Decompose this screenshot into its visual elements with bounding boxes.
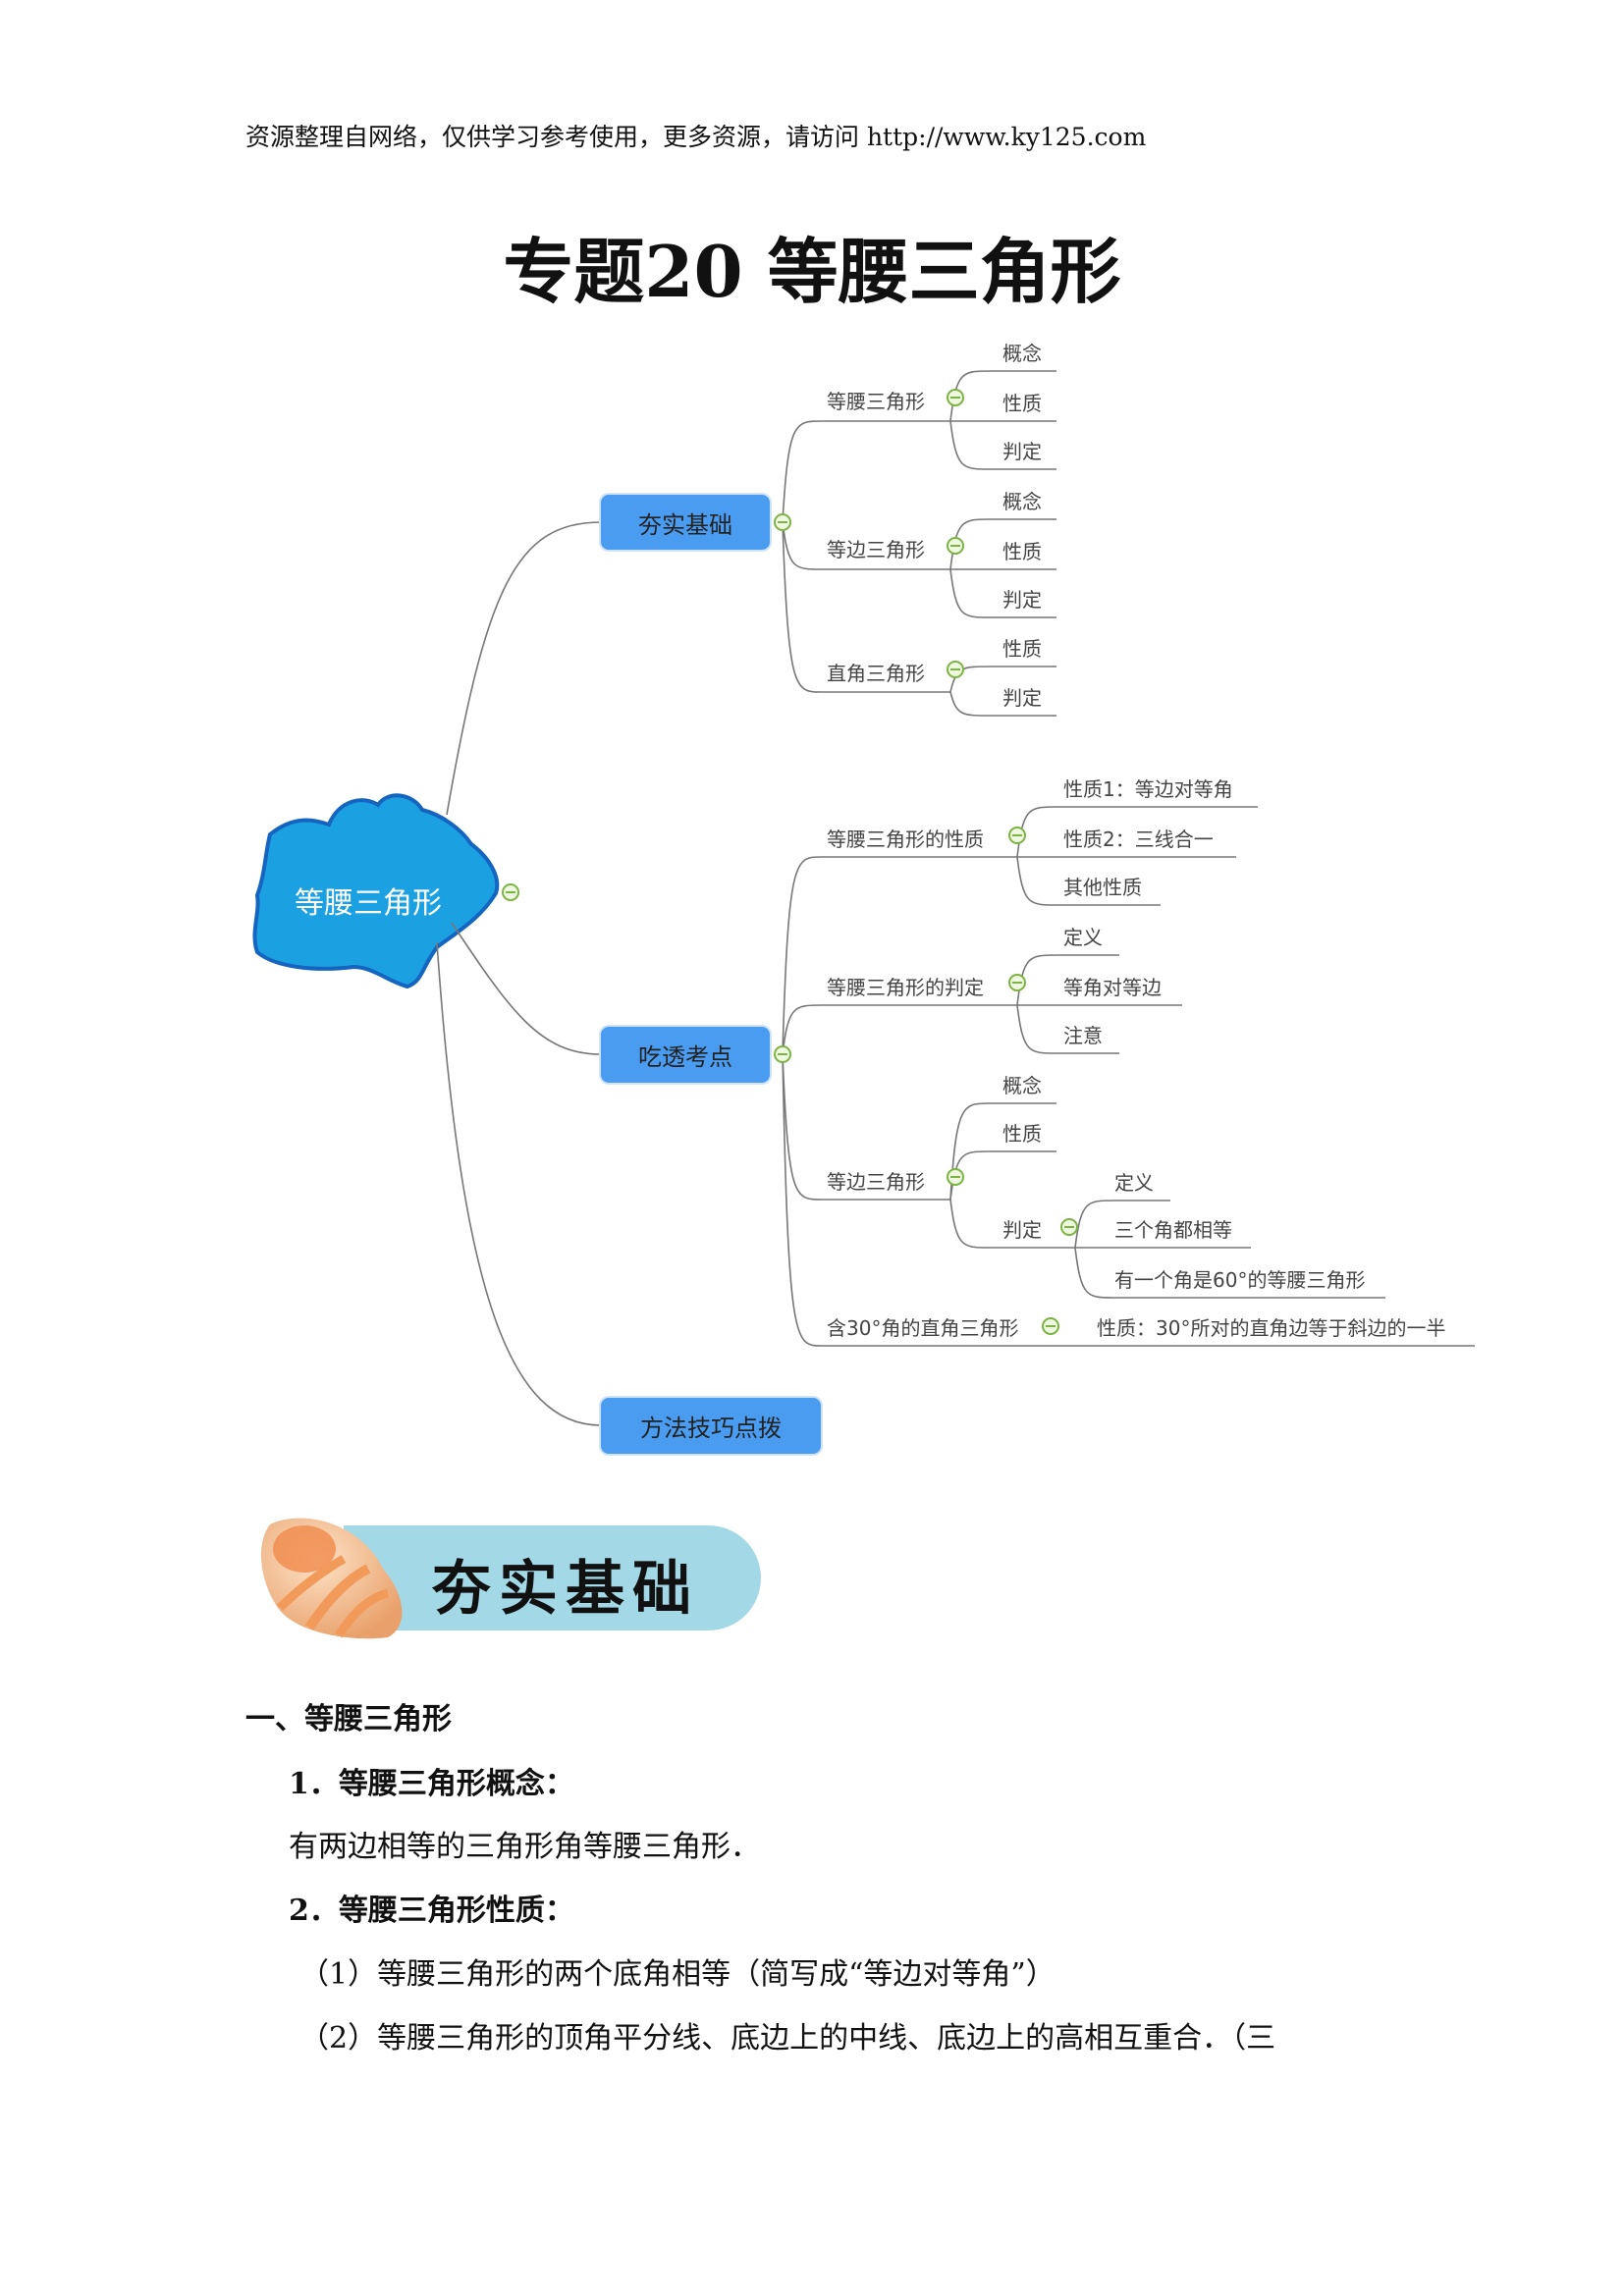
topic-isosceles-properties[interactable]: 等腰三角形的性质 — [827, 828, 984, 851]
topic-isosceles-criteria[interactable]: 等腰三角形的判定 — [827, 976, 984, 999]
section-banner — [344, 1525, 761, 1630]
leaf[interactable]: 其他性质 — [1063, 876, 1142, 899]
mindmap-edge — [782, 1004, 1017, 1055]
leaf[interactable]: 有一个角是60°的等腰三角形 — [1114, 1268, 1366, 1292]
collapse-toggle-icon[interactable] — [947, 389, 964, 406]
page-title: 专题20 等腰三角形 — [503, 230, 1121, 313]
leaf[interactable]: 性质 — [1002, 540, 1042, 563]
mindmap-edge — [949, 666, 1056, 693]
leaf[interactable]: 性质2：三线合一 — [1063, 828, 1214, 851]
leaf[interactable]: 性质 — [1002, 1122, 1042, 1146]
leaf[interactable]: 性质：30°所对的直角边等于斜边的一半 — [1097, 1316, 1446, 1340]
leaf[interactable]: 定义 — [1063, 926, 1103, 949]
mindmap-edge — [782, 1053, 950, 1201]
leaf[interactable]: 性质 — [1002, 392, 1042, 415]
mindmap-edge — [782, 521, 950, 693]
mindmap-edge — [782, 420, 950, 523]
node-fangfa-jiqiao[interactable]: 方法技巧点拨 — [601, 1398, 821, 1454]
leaf[interactable]: 性质1：等边对等角 — [1063, 777, 1233, 801]
leaf[interactable]: 概念 — [1002, 1074, 1042, 1097]
shell-icon — [260, 1518, 403, 1639]
mindmap-edge — [1016, 1004, 1119, 1054]
collapse-toggle-icon[interactable] — [774, 513, 791, 531]
root-edge — [446, 521, 602, 816]
section-banner-title: 夯实基础 — [432, 1555, 699, 1624]
collapse-toggle-icon[interactable] — [1008, 974, 1026, 991]
collapse-toggle-icon[interactable] — [1008, 827, 1026, 844]
subheading-properties: 2．等腰三角形性质： — [289, 1894, 574, 1928]
leaf[interactable]: 判定 — [1002, 686, 1042, 710]
root-cloud — [252, 793, 500, 989]
collapse-toggle-icon[interactable] — [947, 661, 964, 678]
leaf[interactable]: 判定 — [1002, 440, 1042, 463]
leaf[interactable]: 等角对等边 — [1063, 976, 1162, 999]
concept-text: 有两边相等的三角形角等腰三角形． — [289, 1830, 760, 1864]
leaf[interactable]: 概念 — [1002, 342, 1042, 365]
collapse-toggle-icon[interactable] — [1060, 1218, 1078, 1236]
leaf[interactable]: 判定 — [1002, 588, 1042, 612]
root-edge — [451, 922, 602, 1055]
mindmap-edge — [782, 856, 1017, 1055]
topic-right-triangle[interactable]: 直角三角形 — [827, 662, 925, 685]
mindmap-edge — [949, 1102, 1056, 1201]
collapse-toggle-icon[interactable] — [1042, 1317, 1059, 1335]
leaf[interactable]: 注意 — [1063, 1024, 1103, 1047]
mindmap-edge — [1074, 1200, 1170, 1249]
mindmap-edge — [782, 1053, 1475, 1347]
topic-30-degree-right-triangle[interactable]: 含30°角的直角三角形 — [827, 1316, 1019, 1340]
mindmap-edge — [1074, 1247, 1385, 1299]
mindmap-edge — [782, 521, 950, 570]
mindmap-edge — [949, 568, 1056, 618]
collapse-toggle-icon[interactable] — [947, 1168, 964, 1186]
subheading-concept: 1．等腰三角形概念： — [289, 1767, 574, 1801]
collapse-toggle-icon[interactable] — [947, 537, 964, 555]
node-hangshi-jichu[interactable]: 夯实基础 — [601, 495, 770, 550]
root-edge — [436, 941, 602, 1426]
mindmap-edge — [949, 420, 1056, 470]
property-item-1: （1）等腰三角形的两个底角相等（简写成“等边对等角”） — [299, 1957, 1056, 1992]
mindmap-edge — [949, 1199, 1075, 1249]
property-item-2: （2）等腰三角形的顶角平分线、底边上的中线、底边上的高相互重合．（三 — [299, 2021, 1276, 2056]
collapse-toggle-icon[interactable] — [774, 1045, 791, 1063]
topic-equilateral[interactable]: 等边三角形 — [827, 538, 925, 561]
mindmap-root[interactable]: 等腰三角形 — [295, 886, 442, 921]
topic-equilateral-2[interactable]: 等边三角形 — [827, 1170, 925, 1194]
leaf[interactable]: 性质 — [1002, 637, 1042, 661]
leaf[interactable]: 判定 — [1002, 1218, 1042, 1242]
leaf[interactable]: 定义 — [1114, 1171, 1154, 1195]
mindmap-lines — [252, 370, 1475, 1426]
topic-isosceles[interactable]: 等腰三角形 — [827, 390, 925, 413]
node-chitou-kaodian[interactable]: 吃透考点 — [601, 1027, 770, 1083]
heading-isosceles: 一、等腰三角形 — [245, 1702, 452, 1736]
mindmap-edge — [1016, 856, 1161, 906]
leaf[interactable]: 概念 — [1002, 490, 1042, 513]
mindmap-edge — [949, 1150, 1056, 1201]
leaf[interactable]: 三个角都相等 — [1114, 1218, 1232, 1242]
mindmap-edge — [949, 691, 1056, 717]
collapse-toggle-icon[interactable] — [502, 883, 519, 901]
source-header: 资源整理自网络，仅供学习参考使用，更多资源，请访问 http://www.ky1… — [245, 123, 1147, 151]
